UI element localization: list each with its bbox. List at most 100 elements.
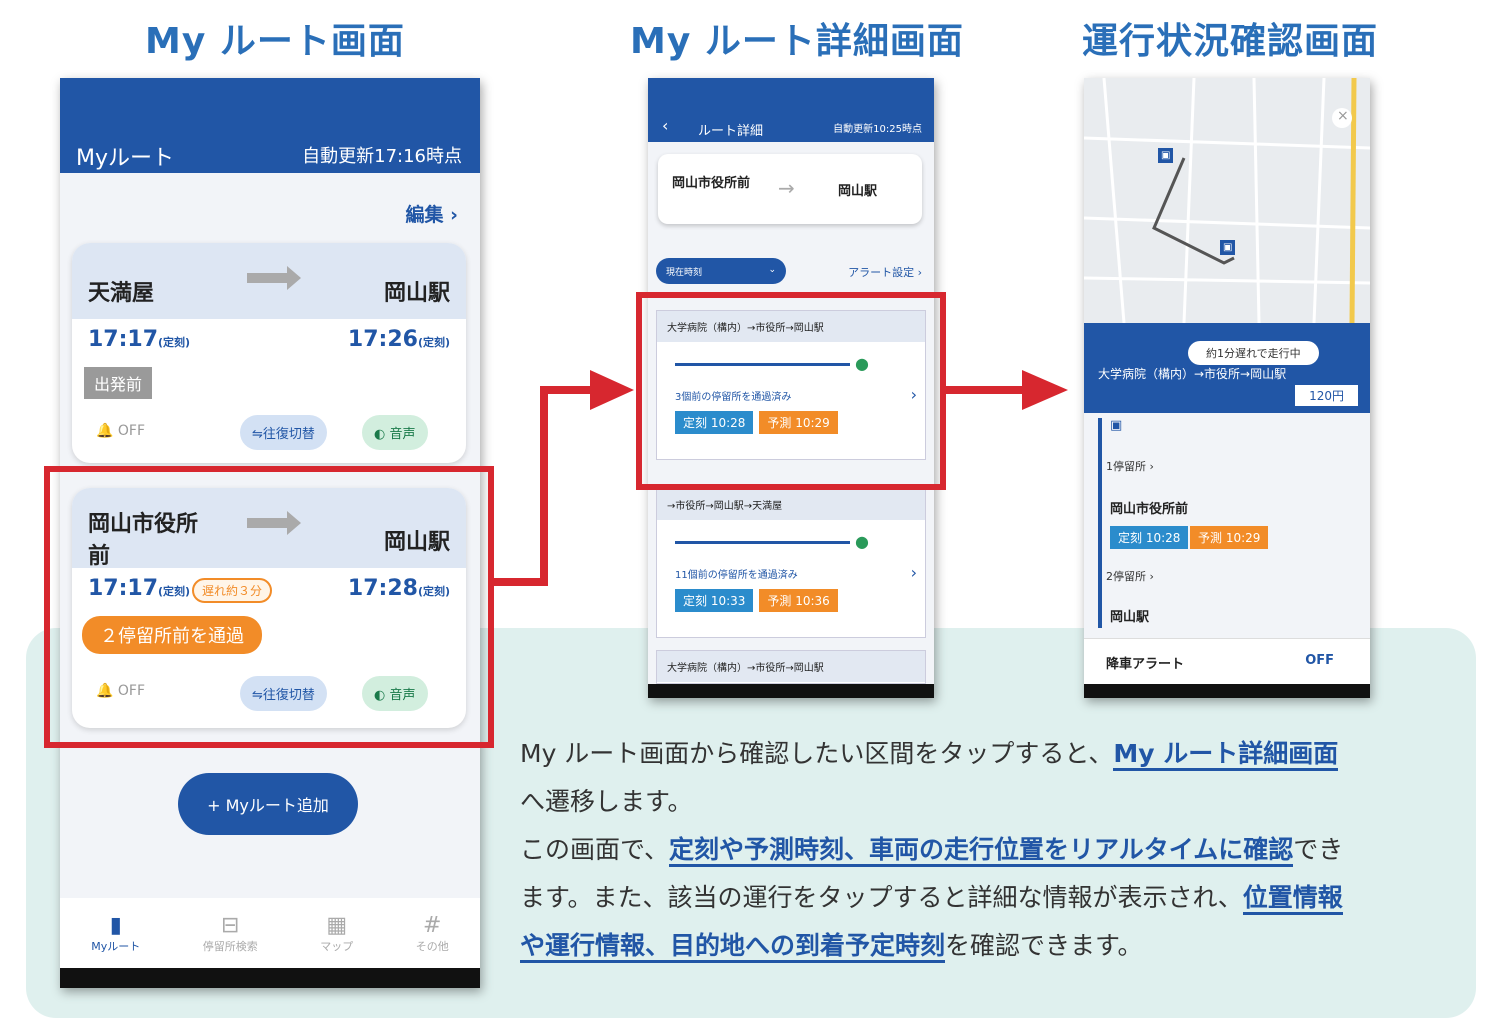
pin-icon: ●	[855, 354, 869, 373]
predicted-time: 予測 10:29	[1190, 526, 1269, 549]
departure-time: 17:17	[88, 327, 159, 352]
predicted-time: 予測 10:36	[759, 589, 838, 612]
phone-my-route: Myルート 自動更新17:16時点 編集 › 天満屋 岡山駅 17:17(定刻)…	[60, 78, 480, 988]
heading-route-detail: My ルート詳細画面	[630, 21, 964, 62]
system-bar	[60, 968, 480, 988]
trip-route: 大学病院（構内）→市役所→岡山駅	[657, 311, 925, 342]
departure-time: 17:17	[88, 576, 159, 601]
app-header: Myルート 自動更新17:16時点	[60, 78, 480, 173]
route-line	[1098, 418, 1102, 628]
from-stop: 天満屋	[88, 281, 155, 306]
predicted-time: 予測 10:29	[759, 411, 838, 434]
back-icon[interactable]: ‹	[662, 116, 669, 135]
phone-route-detail: ‹ ルート詳細 自動更新10:25時点 岡山市役所前 → 岡山駅 現在時刻⌄ ア…	[648, 78, 934, 698]
late-badge: 遅れ約３分	[192, 578, 273, 603]
voice-button[interactable]: ◐ 音声	[362, 415, 428, 450]
screen-title: ルート詳細	[698, 124, 764, 139]
route-summary: 岡山市役所前 → 岡山駅	[658, 154, 922, 224]
status-sheet: 約1分遅れで走行中 大学病院（構内）→市役所→岡山駅 120円	[1084, 323, 1370, 413]
alert-toggle[interactable]: OFF	[1305, 653, 1334, 668]
alert-label: 降車アラート	[1106, 657, 1185, 672]
stop-count-2[interactable]: 2停留所 ›	[1106, 570, 1154, 583]
edit-button[interactable]: 編集 ›	[405, 204, 458, 226]
scheduled-time: 定刻 10:28	[1110, 526, 1189, 549]
passed-text: 3個前の停留所を通過済み	[675, 392, 792, 403]
bell-icon[interactable]: 🔔 OFF	[96, 423, 146, 439]
stop-name-b: 岡山駅	[1110, 610, 1150, 625]
trip-item-3[interactable]: 大学病院（構内）→市役所→岡山駅	[656, 650, 926, 684]
to-stop: 岡山駅	[838, 184, 878, 199]
add-route-button[interactable]: + Myルート追加	[178, 773, 358, 835]
caption-highlight: や運行情報、目的地への到着予定時刻	[520, 931, 946, 963]
caption-text: My ルート画面から確認したい区間をタップすると、My ルート詳細画面 へ遷移し…	[520, 730, 1450, 970]
book-icon: ▮	[109, 912, 122, 938]
tab-map[interactable]: ▦マップ	[320, 912, 354, 953]
route-card-2[interactable]: 岡山市役所前 岡山駅 17:17(定刻) 遅れ約３分 17:28(定刻) ２停留…	[72, 488, 466, 728]
caption-highlight: My ルート詳細画面	[1113, 739, 1339, 771]
time-tag: (定刻)	[417, 585, 450, 598]
caption-highlight: 定刻や予測時刻、車両の走行位置をリアルタイムに確認	[669, 835, 1294, 867]
stop-name-a: 岡山市役所前	[1110, 502, 1189, 517]
to-stop: 岡山駅	[383, 530, 450, 555]
trip-route: →市役所→岡山駅→天満屋	[657, 489, 925, 520]
bus-location-icon[interactable]: ▣	[1220, 240, 1236, 255]
arrow-right-icon	[1022, 370, 1068, 410]
tab-stop-search[interactable]: ⊟停留所検索	[202, 912, 258, 953]
update-time: 自動更新17:16時点	[302, 146, 462, 167]
scheduled-time: 定刻 10:33	[675, 589, 754, 612]
voice-button[interactable]: ◐ 音声	[362, 676, 428, 711]
passed-text: 11個前の停留所を通過済み	[675, 570, 798, 581]
trip-route: 大学病院（構内）→市役所→岡山駅	[657, 651, 925, 682]
time-tag: (定刻)	[158, 336, 191, 349]
highlight-box-2	[636, 292, 946, 490]
screen-title: Myルート	[76, 146, 175, 171]
phone-status: × ▣ ▣ 約1分遅れで走行中 大学病院（構内）→市役所→岡山駅 120円 ▣ …	[1084, 78, 1370, 698]
heading-my-route: My ルート画面	[145, 21, 405, 62]
swap-button[interactable]: ⇋往復切替	[240, 415, 327, 450]
connector-line	[494, 578, 546, 586]
connector-line	[540, 386, 596, 394]
arrow-right-icon: →	[778, 176, 795, 200]
from-stop: 岡山市役所前	[88, 512, 199, 569]
trip-route: 大学病院（構内）→市役所→岡山駅	[1098, 367, 1287, 381]
swap-button[interactable]: ⇋往復切替	[240, 676, 327, 711]
trip-item-1[interactable]: 大学病院（構内）→市役所→岡山駅 ● 3個前の停留所を通過済み 定刻 10:28…	[656, 310, 926, 460]
bus-icon: ⊟	[221, 912, 240, 938]
time-select[interactable]: 現在時刻⌄	[656, 258, 786, 284]
tab-other[interactable]: #その他	[415, 912, 449, 953]
bell-icon[interactable]: 🔔 OFF	[96, 683, 146, 699]
connector-line	[946, 386, 1026, 394]
highlight-box-1	[44, 466, 494, 748]
time-tag: (定刻)	[417, 336, 450, 349]
tab-my-route[interactable]: ▮Myルート	[91, 912, 141, 953]
system-bar	[648, 684, 934, 698]
alert-row[interactable]: 降車アラート OFF	[1084, 638, 1370, 684]
arrival-time: 17:26	[347, 327, 418, 352]
stop-count-1[interactable]: 1停留所 ›	[1106, 460, 1154, 473]
delay-badge: 約1分遅れで走行中	[1188, 341, 1319, 365]
app-header: ‹ ルート詳細 自動更新10:25時点	[648, 78, 934, 142]
map-view[interactable]: × ▣ ▣	[1084, 78, 1370, 324]
fare-badge: 120円	[1295, 385, 1358, 406]
route-card-1[interactable]: 天満屋 岡山駅 17:17(定刻) 17:26(定刻) 出発前 🔔 OFF ⇋往…	[72, 243, 466, 463]
map-icon: ▦	[326, 912, 348, 938]
time-tag: (定刻)	[158, 585, 191, 598]
bus-stop-icon[interactable]: ▣	[1158, 148, 1174, 163]
bus-icon: ▣	[1110, 418, 1123, 433]
alert-settings-link[interactable]: アラート設定 ›	[848, 266, 922, 279]
heading-status: 運行状況確認画面	[1082, 21, 1379, 62]
system-bar	[1084, 684, 1370, 698]
arrow-right-icon	[247, 511, 301, 535]
close-icon[interactable]: ×	[1337, 108, 1349, 124]
tab-bar: ▮Myルート ⊟停留所検索 ▦マップ #その他	[60, 898, 480, 968]
to-stop: 岡山駅	[383, 281, 450, 306]
chevron-right-icon: ›	[910, 563, 917, 582]
scheduled-time: 定刻 10:28	[675, 411, 754, 434]
hash-icon: #	[422, 912, 442, 938]
arrow-right-icon	[247, 266, 301, 290]
chevron-right-icon: ›	[910, 385, 917, 404]
passing-badge: ２停留所前を通過	[82, 616, 262, 654]
from-stop: 岡山市役所前	[672, 176, 751, 191]
status-badge: 出発前	[84, 367, 153, 399]
